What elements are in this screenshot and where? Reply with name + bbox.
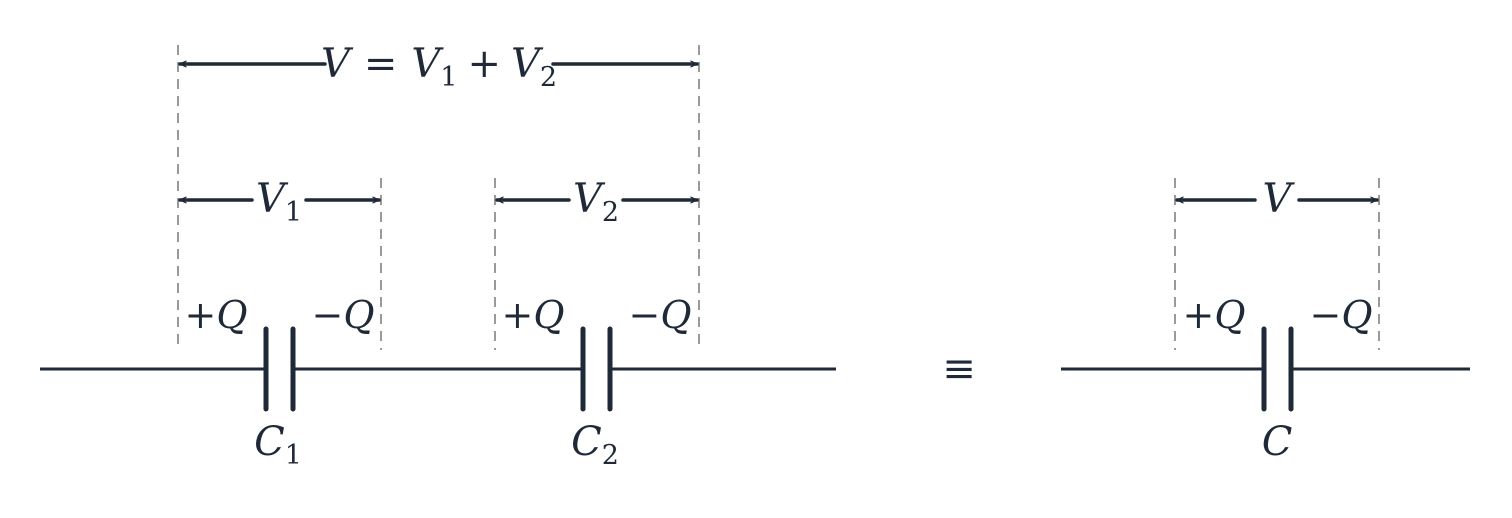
eq-plus-charge: +Q — [1183, 293, 1246, 337]
v2-dimension: V2 — [495, 176, 699, 228]
c2-minus-charge: −Q — [629, 293, 692, 337]
v2-label: V2 — [573, 176, 619, 228]
c1-minus-charge: −Q — [312, 293, 375, 337]
v-eq-label: V — [1263, 176, 1296, 222]
c2-plus-charge: +Q — [502, 293, 565, 337]
total-voltage-label: V=V1+V2 — [321, 41, 557, 93]
series-circuit: +Q −Q +Q −Q C1 C2 — [40, 293, 836, 471]
guide-lines — [177, 45, 1380, 350]
eq-capacitor-label: C — [1262, 419, 1293, 465]
total-voltage-dimension: V=V1+V2 — [178, 41, 699, 93]
eq-minus-charge: −Q — [1310, 293, 1373, 337]
c1-plus-charge: +Q — [185, 293, 248, 337]
v-equivalent-dimension: V — [1175, 176, 1379, 222]
c2-label: C2 — [571, 419, 619, 471]
equivalent-circuit: +Q −Q C — [1061, 293, 1470, 465]
v1-dimension: V1 — [178, 176, 381, 228]
c1-label: C1 — [254, 419, 302, 471]
equivalence-symbol: ≡ — [942, 346, 976, 392]
v1-label: V1 — [256, 176, 302, 228]
